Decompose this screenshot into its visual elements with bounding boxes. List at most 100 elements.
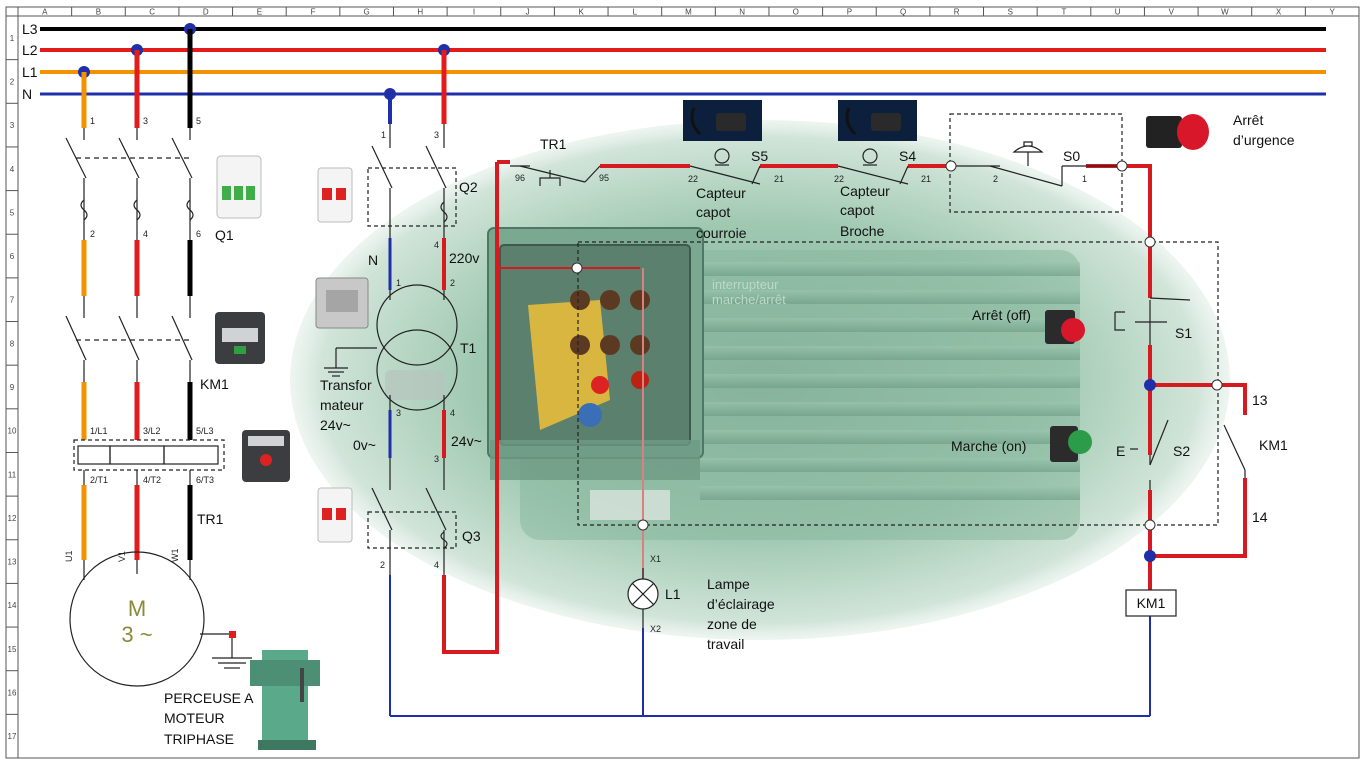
q3-terminal: 4 bbox=[434, 560, 439, 570]
s4-terminal: 22 bbox=[834, 174, 844, 184]
column-label: S bbox=[1008, 8, 1013, 17]
transformer-image bbox=[315, 277, 369, 329]
breaker-q2-image bbox=[317, 167, 353, 223]
column-label: E bbox=[257, 8, 262, 17]
machine-label-1: PERCEUSE A bbox=[164, 690, 254, 706]
sensor-s4-image bbox=[838, 100, 917, 141]
t1-terminal: 1 bbox=[396, 278, 401, 288]
transformer-label-3: 24v~ bbox=[320, 417, 351, 433]
motor-terminal: V1 bbox=[117, 551, 127, 562]
column-label: Q bbox=[900, 8, 906, 17]
km1-power-label: KM1 bbox=[200, 376, 229, 392]
q1-label: Q1 bbox=[215, 227, 234, 243]
column-label: V bbox=[1169, 8, 1175, 17]
row-label: 14 bbox=[8, 601, 17, 610]
column-label: A bbox=[42, 8, 48, 17]
column-label: Y bbox=[1330, 8, 1336, 17]
row-label: 11 bbox=[8, 470, 17, 479]
bus-label-N: N bbox=[22, 86, 32, 102]
lamp-caption-2: d’éclairage bbox=[707, 596, 775, 612]
q2-terminal: 3 bbox=[434, 130, 439, 140]
power-circuit: 1 3 5 2 4 6 1/L1 3/L2 5/L3 2/T1 4/T2 6/T… bbox=[64, 29, 254, 747]
column-label: L bbox=[633, 8, 638, 17]
relay-terminal: 3/L2 bbox=[143, 426, 161, 436]
secondary-voltage: 24v~ bbox=[451, 433, 482, 449]
column-label: R bbox=[954, 8, 960, 17]
q2-label: Q2 bbox=[459, 179, 478, 195]
relay-terminal: 2/T1 bbox=[90, 475, 108, 485]
emergency-label-2: d’urgence bbox=[1233, 132, 1295, 148]
s4-caption-3: Broche bbox=[840, 223, 885, 239]
row-label: 9 bbox=[10, 383, 15, 392]
stop-label: Arrêt (off) bbox=[972, 307, 1031, 323]
s0-label: S0 bbox=[1063, 148, 1080, 164]
motor-terminal: W1 bbox=[170, 549, 180, 563]
terminal-label: 1 bbox=[90, 116, 95, 126]
row-label: 16 bbox=[8, 689, 17, 698]
motor-letter: M bbox=[128, 596, 146, 621]
s4-caption-1: Capteur bbox=[840, 183, 890, 199]
lamp-terminal: X2 bbox=[650, 624, 661, 634]
tr1-control-label: TR1 bbox=[540, 136, 567, 152]
bus-label-L1: L1 bbox=[22, 64, 38, 80]
row-label: 12 bbox=[8, 514, 17, 523]
column-label: U bbox=[1115, 8, 1121, 17]
row-label: 4 bbox=[10, 165, 15, 174]
t1-label: T1 bbox=[460, 340, 477, 356]
transformer-label-2: mateur bbox=[320, 397, 364, 413]
row-label: 1 bbox=[10, 34, 15, 43]
control-circuit: 96 95 22 21 22 21 2 1 X1 X2 TR1 S5 Capte… bbox=[390, 112, 1295, 717]
s0-terminal: 1 bbox=[1082, 174, 1087, 184]
column-label: X bbox=[1276, 8, 1282, 17]
row-label: 8 bbox=[10, 339, 15, 348]
km1-coil-label: KM1 bbox=[1137, 595, 1166, 611]
thermal-relay-image bbox=[242, 430, 290, 482]
start-label: Marche (on) bbox=[951, 438, 1026, 454]
column-label: D bbox=[203, 8, 209, 17]
primary-voltage: 220v bbox=[449, 250, 479, 266]
motor-terminal: U1 bbox=[64, 550, 74, 562]
motor-photo: interrupteur marche/arrêt bbox=[290, 120, 1230, 640]
terminal-label: 5 bbox=[196, 116, 201, 126]
q3-terminal: 3 bbox=[434, 454, 439, 464]
q3-label: Q3 bbox=[462, 528, 481, 544]
s2-e-label: E bbox=[1116, 443, 1125, 459]
s0-terminal: 2 bbox=[993, 174, 998, 184]
column-label: C bbox=[149, 8, 155, 17]
column-label: J bbox=[526, 8, 530, 17]
column-label: G bbox=[364, 8, 370, 17]
zero-voltage: 0v~ bbox=[353, 437, 376, 453]
bus-bars: L3 L2 L1 N bbox=[22, 21, 1326, 102]
row-label: 6 bbox=[10, 252, 15, 261]
relay-terminal: 5/L3 bbox=[196, 426, 214, 436]
column-label: B bbox=[96, 8, 101, 17]
column-label: T bbox=[1062, 8, 1067, 17]
start-button-image bbox=[1050, 426, 1092, 462]
drill-press-image bbox=[250, 650, 320, 750]
motor-phase: 3 ~ bbox=[121, 622, 152, 647]
emergency-label-1: Arrêt bbox=[1233, 112, 1263, 128]
relay-terminal: 1/L1 bbox=[90, 426, 108, 436]
column-label: W bbox=[1221, 8, 1229, 17]
terminal-label: 4 bbox=[143, 229, 148, 239]
s4-caption-2: capot bbox=[840, 202, 874, 218]
s4-label: S4 bbox=[899, 148, 916, 164]
s2-label: S2 bbox=[1173, 443, 1190, 459]
column-label: F bbox=[311, 8, 316, 17]
s5-caption-1: Capteur bbox=[696, 185, 746, 201]
column-label: N bbox=[739, 8, 745, 17]
tr1-terminal: 95 bbox=[599, 173, 609, 183]
breaker-q1-image bbox=[216, 155, 262, 219]
tr1-power-label: TR1 bbox=[197, 511, 224, 527]
relay-terminal: 6/T3 bbox=[196, 475, 214, 485]
emergency-stop-image bbox=[1146, 114, 1209, 150]
column-label: K bbox=[579, 8, 585, 17]
sensor-s5-image bbox=[683, 100, 762, 141]
row-label: 3 bbox=[10, 121, 15, 130]
s5-label: S5 bbox=[751, 148, 768, 164]
q2-terminal: 1 bbox=[381, 130, 386, 140]
t1-terminal: 2 bbox=[450, 278, 455, 288]
